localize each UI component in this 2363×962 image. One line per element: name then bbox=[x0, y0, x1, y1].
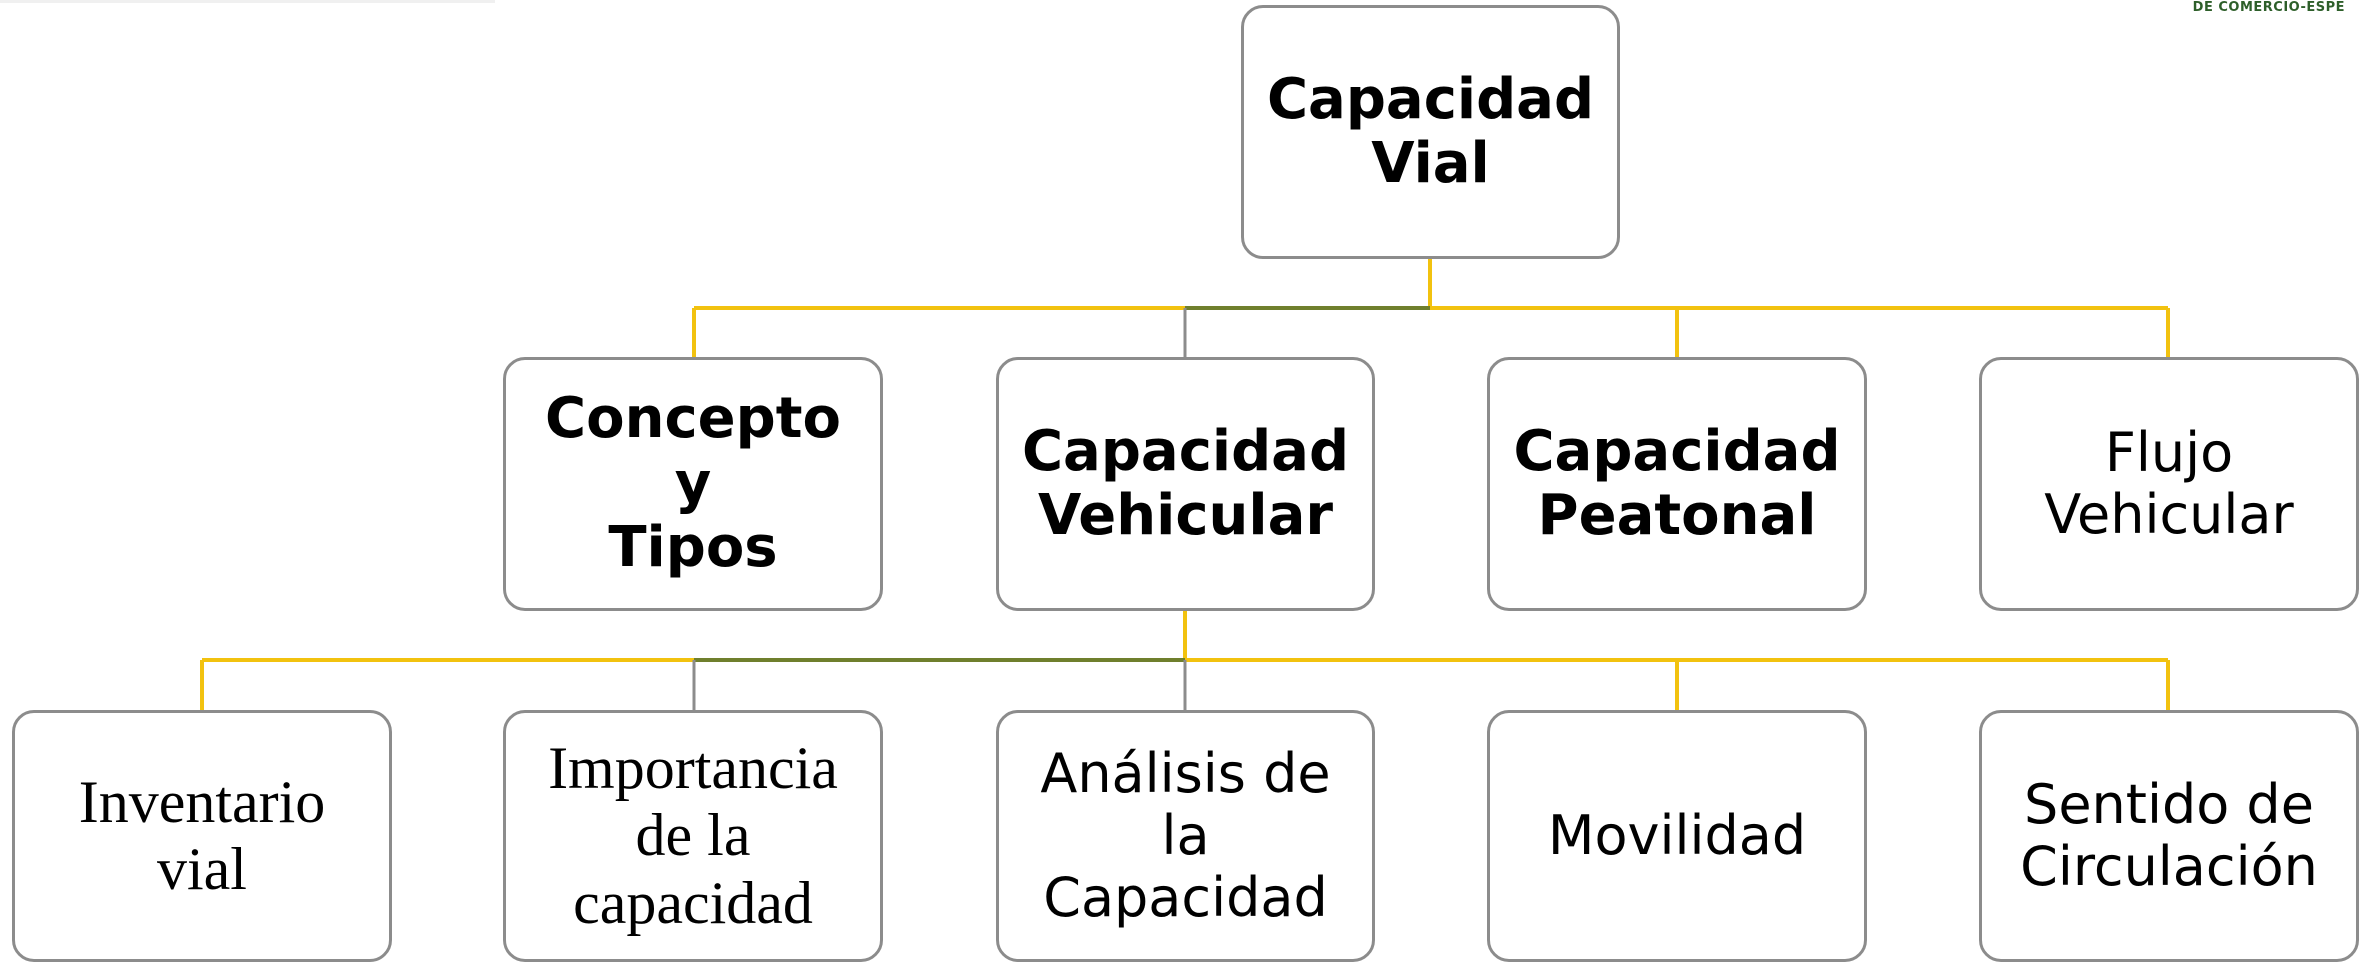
node-capacidad-peatonal: Capacidad Peatonal bbox=[1487, 357, 1867, 611]
institution-logo: DE COMERCIO-ESPE bbox=[2192, 0, 2345, 15]
node-sentido-circulacion: Sentido de Circulación bbox=[1979, 710, 2359, 962]
node-flujo-vehicular: Flujo Vehicular bbox=[1979, 357, 2359, 611]
node-movilidad: Movilidad bbox=[1487, 710, 1867, 962]
header-divider bbox=[0, 0, 495, 3]
node-capacidad-vial-label: Capacidad Vial bbox=[1266, 66, 1595, 196]
node-flujo-vehicular-label: Flujo Vehicular bbox=[2044, 420, 2294, 546]
node-analisis-capacidad: Análisis de la Capacidad bbox=[996, 710, 1375, 962]
node-inventario-vial: Inventario vial bbox=[12, 710, 392, 962]
node-importancia-capacidad-label: Importancia de la capacidad bbox=[548, 735, 838, 936]
node-concepto-y-tipos: Concepto y Tipos bbox=[503, 357, 883, 611]
node-capacidad-vehicular: Capacidad Vehicular bbox=[996, 357, 1375, 611]
node-inventario-vial-label: Inventario vial bbox=[78, 768, 326, 902]
node-sentido-circulacion-label: Sentido de Circulación bbox=[2020, 772, 2318, 898]
node-concepto-y-tipos-label: Concepto y Tipos bbox=[545, 386, 841, 581]
node-movilidad-label: Movilidad bbox=[1547, 803, 1807, 867]
node-importancia-capacidad: Importancia de la capacidad bbox=[503, 710, 883, 962]
node-capacidad-peatonal-label: Capacidad Peatonal bbox=[1513, 418, 1841, 548]
node-analisis-capacidad-label: Análisis de la Capacidad bbox=[1040, 741, 1331, 930]
node-capacidad-vehicular-label: Capacidad Vehicular bbox=[1021, 418, 1350, 548]
node-capacidad-vial: Capacidad Vial bbox=[1241, 5, 1620, 259]
